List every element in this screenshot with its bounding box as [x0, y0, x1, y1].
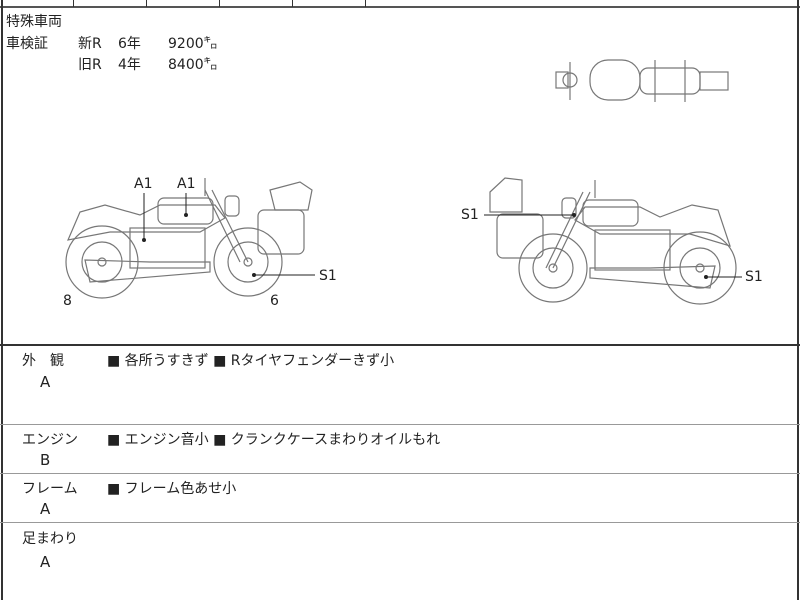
section-grade-suspension: A — [40, 553, 51, 571]
right-side-motorcycle-icon — [489, 177, 737, 305]
special-vehicle-label: 特殊車両 — [6, 14, 62, 30]
section-grade-engine: B — [40, 451, 51, 469]
section-divider — [0, 344, 800, 346]
old-rate-amount: 8400㌔ — [168, 57, 218, 73]
section-divider — [0, 424, 800, 425]
left-border — [1, 0, 3, 600]
new-rate-years: 6年 — [118, 36, 141, 52]
cell-divider — [292, 0, 293, 7]
old-rate-years: 4年 — [118, 57, 141, 73]
section-notes-exterior: ■ 各所うすきず ■ Rタイヤフェンダーきず小 — [107, 353, 395, 369]
left-side-motorcycle-icon — [65, 178, 313, 299]
damage-label: A1 — [177, 176, 196, 192]
inspection-label: 車検証 — [6, 36, 48, 52]
cell-divider — [146, 0, 147, 7]
damage-label: S1 — [745, 269, 763, 285]
motorcycle-diagram — [65, 59, 742, 305]
right-border — [797, 0, 799, 600]
old-rate-label: 旧R — [78, 57, 102, 73]
section-title-suspension: 足まわり — [22, 531, 78, 547]
section-title-engine: エンジン — [22, 432, 78, 448]
section-notes-engine: ■ エンジン音小 ■ クランクケースまわりオイルもれ — [107, 432, 441, 448]
section-notes-frame: ■ フレーム色あせ小 — [107, 481, 237, 497]
section-divider — [0, 473, 800, 474]
top-view-motorcycle-icon — [555, 59, 729, 102]
top-border — [0, 6, 800, 8]
tire-depth-rear: 8 — [63, 293, 72, 309]
damage-label: S1 — [461, 207, 479, 223]
new-rate-label: 新R — [78, 36, 102, 52]
tire-depth-front: 6 — [270, 293, 279, 309]
section-grade-exterior: A — [40, 373, 51, 391]
cell-divider — [365, 0, 366, 7]
damage-label: A1 — [134, 176, 153, 192]
new-rate-amount: 9200㌔ — [168, 36, 218, 52]
section-title-frame: フレーム — [22, 481, 78, 497]
cell-divider — [73, 0, 74, 7]
cell-divider — [219, 0, 220, 7]
damage-label: S1 — [319, 268, 337, 284]
section-title-exterior: 外 観 — [22, 353, 64, 369]
section-grade-frame: A — [40, 500, 51, 518]
section-divider — [0, 522, 800, 523]
